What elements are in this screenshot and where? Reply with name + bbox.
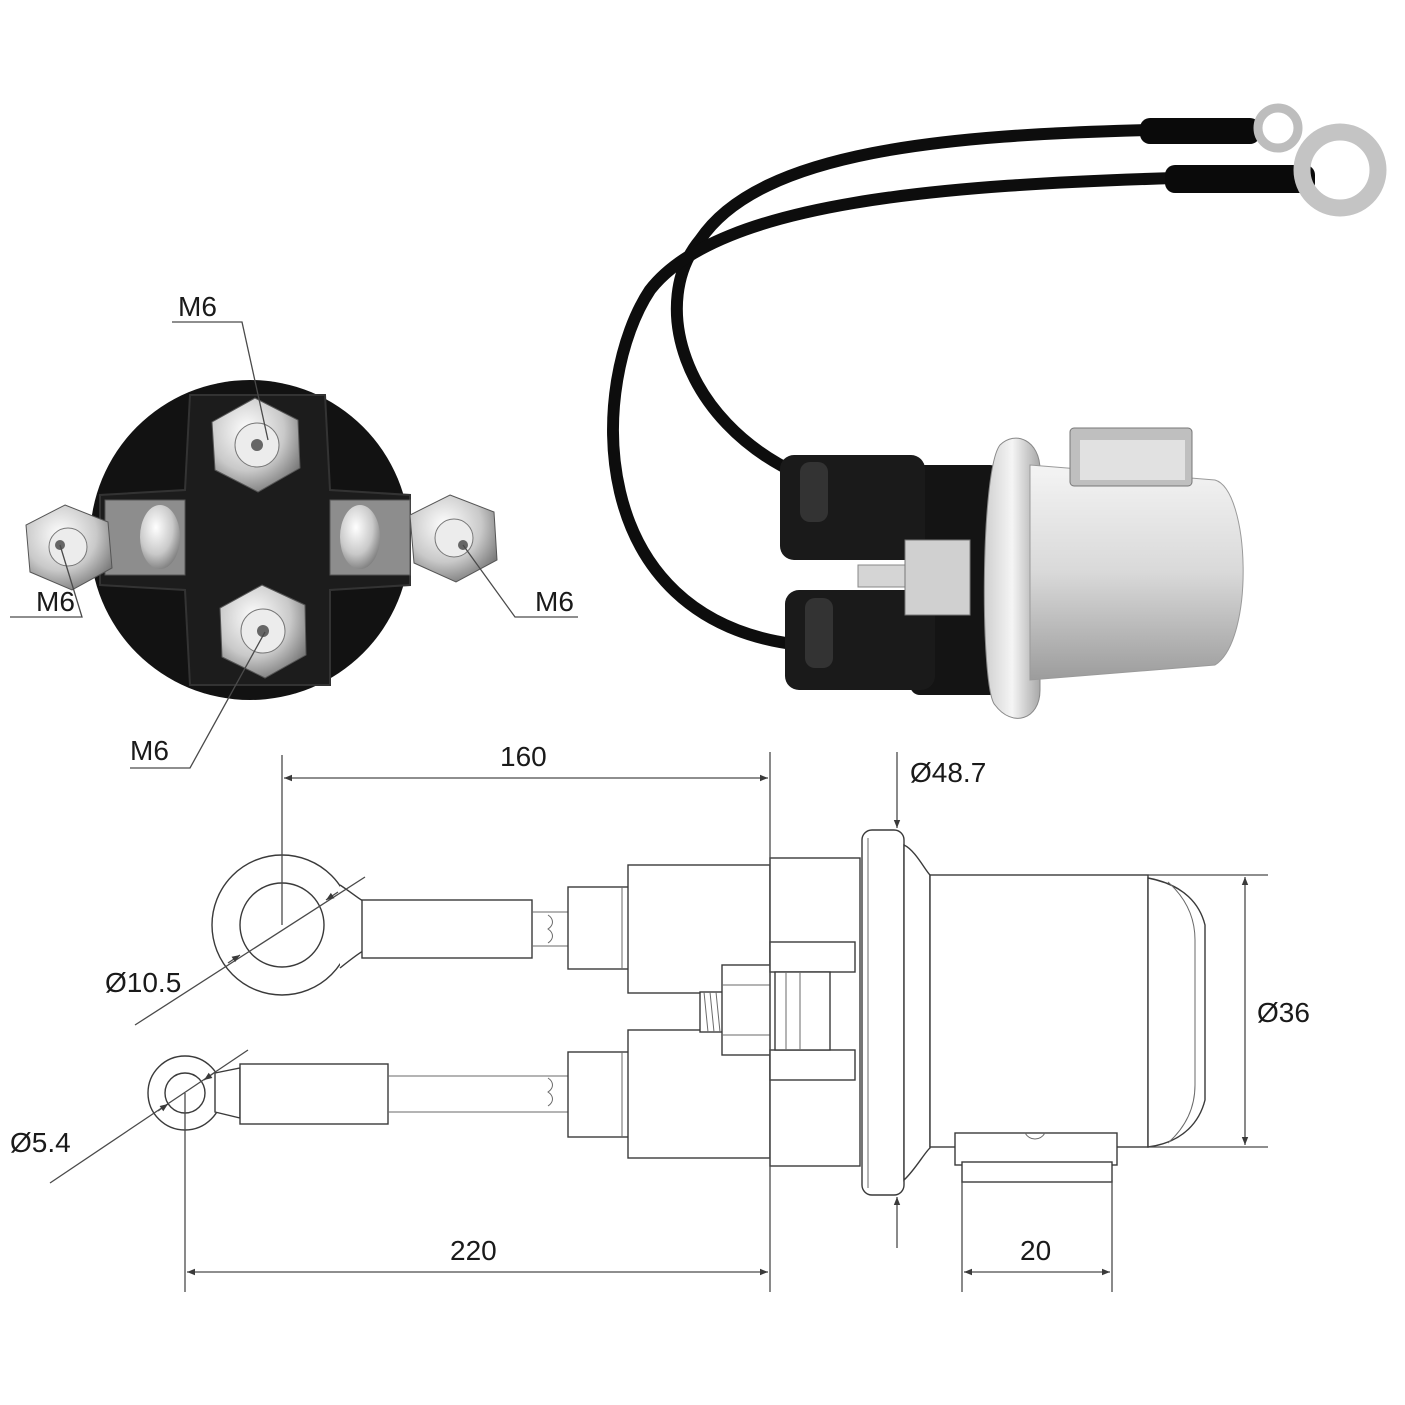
leader-top [172, 321, 269, 441]
housing-tab-upper [769, 941, 856, 973]
product-photo [607, 103, 1387, 719]
leader-right [462, 544, 578, 618]
leader-left [10, 544, 83, 618]
label-thread-right: M6 [535, 586, 574, 617]
dim-dia-10-5: Ø10.5 [105, 967, 181, 998]
side-drawing: 160 220 20 Ø48.7 Ø36 Ø10.5 Ø5.4 [10, 741, 1310, 1292]
dim-dia-36: Ø36 [1257, 997, 1310, 1028]
dim-20: 20 [1020, 1235, 1051, 1266]
dim-dia-5-4: Ø5.4 [10, 1127, 71, 1158]
wire-sleeve-upper [1140, 118, 1260, 144]
stud-nut [721, 964, 778, 1056]
label-thread-top: M6 [178, 291, 217, 322]
leader-dia-5-4 [49, 1049, 249, 1184]
dim-dia-48-7: Ø48.7 [910, 757, 986, 788]
sleeve-lower [239, 1063, 389, 1125]
can-cap [1147, 877, 1206, 1148]
wire-upper [670, 124, 1156, 481]
nut-right [409, 494, 498, 583]
nut-left [25, 504, 113, 591]
end-view: M6 M6 M6 M6 [10, 291, 578, 769]
can-body [929, 874, 1149, 1148]
bottom-bracket [954, 1132, 1118, 1166]
ring-terminal-small [1253, 103, 1303, 153]
connector-lower-small [567, 1051, 631, 1138]
photo-bracket [904, 539, 971, 616]
photo-flange [983, 437, 1041, 719]
terminal-rivet-left [140, 505, 180, 569]
nut-bottom [219, 584, 307, 679]
wire-lower [607, 172, 1181, 651]
sleeve-upper [361, 899, 533, 959]
wire-sleeve-lower [1165, 165, 1315, 193]
nut-top [211, 397, 301, 493]
terminal-rivet-right [340, 505, 380, 569]
leader-dia-10-5 [134, 876, 366, 1026]
housing-block [774, 971, 831, 1051]
dim-220: 220 [450, 1235, 497, 1266]
label-thread-bottom: M6 [130, 735, 169, 766]
housing-tab-lower [769, 1049, 856, 1081]
leader-bottom [130, 631, 266, 769]
dim-160: 160 [500, 741, 547, 772]
end-view-cross-plate [99, 394, 411, 686]
label-thread-left: M6 [36, 586, 75, 617]
connector-upper-small [567, 886, 631, 970]
photo-can [1029, 464, 1244, 681]
ring-terminal-large [1293, 123, 1387, 217]
